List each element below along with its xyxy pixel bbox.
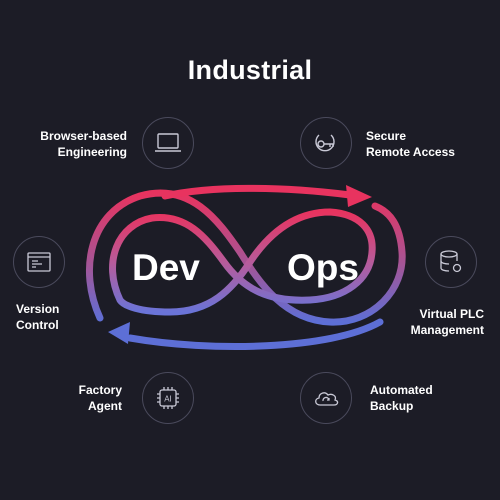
loop-inner-strand bbox=[109, 208, 376, 316]
page-title: Industrial bbox=[187, 55, 313, 85]
loop-arrow-top bbox=[346, 185, 372, 207]
key-icon bbox=[300, 117, 352, 169]
code-window-icon bbox=[13, 236, 65, 288]
loop-arrow-bottom bbox=[108, 322, 130, 344]
database-gear-icon bbox=[425, 236, 477, 288]
laptop-icon bbox=[142, 117, 194, 169]
svg-text:AI: AI bbox=[164, 395, 172, 404]
dev-label: Dev bbox=[132, 247, 200, 288]
loop-bottom-arc bbox=[126, 318, 384, 350]
ai-chip-icon: AI bbox=[142, 372, 194, 424]
loop-top-arc bbox=[161, 184, 354, 200]
cloud-sync-icon bbox=[300, 372, 352, 424]
ops-label: Ops bbox=[287, 247, 359, 288]
loop-outer-strand bbox=[85, 189, 406, 326]
